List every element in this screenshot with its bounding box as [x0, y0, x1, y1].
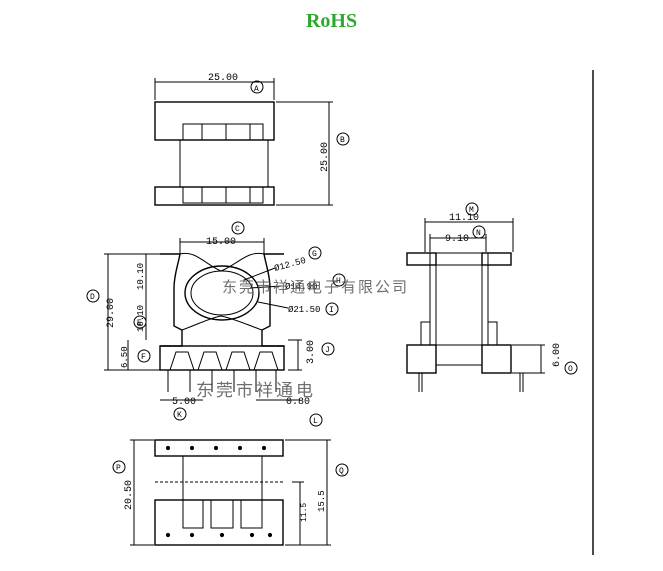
callout-l: L: [313, 417, 318, 426]
watermark-line-2: 东莞市祥通电: [196, 381, 316, 401]
dim-pin-len: 0.80: [286, 397, 310, 408]
callout-b: B: [340, 136, 345, 145]
callout-f: F: [141, 353, 146, 362]
callout-a: A: [254, 85, 259, 94]
bottom-view: [154, 439, 284, 546]
top-view-dimensions: 25.00 A 25.00 B: [154, 73, 350, 206]
callout-q: Q: [339, 467, 344, 476]
dim-pin-gap: 3.00: [306, 340, 317, 364]
dim-bottom-height: 20.50: [124, 480, 135, 510]
callout-g: G: [312, 250, 317, 259]
dim-d1: 10.10: [136, 263, 146, 290]
dim-d3: 6.50: [120, 346, 130, 368]
bottom-view-dimensions: 20.50 P 11.5 15.5 Q: [112, 439, 349, 546]
dim-front-height: 29.00: [106, 298, 117, 328]
callout-p: P: [116, 464, 121, 473]
callout-m: M: [469, 206, 474, 215]
dim-pin-pitch: 5.00: [172, 397, 196, 408]
dim-front-width: 15.00: [206, 237, 236, 248]
callout-i: I: [329, 306, 334, 315]
dim-side-pin: 6.00: [552, 343, 563, 367]
callout-h: H: [336, 277, 341, 286]
dim-side-inner: 9.10: [445, 234, 469, 245]
side-view: [406, 252, 524, 392]
callout-j: J: [325, 346, 330, 355]
dim-d2: 10.10: [136, 305, 146, 332]
dim-dia-b: Ø14.90: [285, 282, 317, 292]
callout-e: E: [137, 319, 142, 328]
dim-side-outer: 11.10: [449, 213, 479, 224]
callout-k: K: [177, 411, 182, 420]
dim-dia-c: Ø21.50: [288, 305, 320, 315]
dim-top-height: 25.00: [320, 142, 331, 172]
side-view-dimensions: 11.10 M 9.10 N 6.00 O: [424, 70, 594, 555]
watermark-line-1: 东莞市祥通电子有限公司: [222, 278, 409, 296]
callout-o: O: [568, 365, 573, 374]
callout-c: C: [235, 225, 240, 234]
callout-n: N: [476, 229, 481, 238]
dim-dia-a: Ø12.50: [273, 256, 307, 274]
front-view: [159, 252, 285, 392]
dim-bottom-inner: 11.5: [300, 503, 309, 522]
top-view: [154, 101, 275, 206]
dim-top-width: 25.00: [208, 73, 238, 84]
dim-bottom-right: 15.5: [317, 490, 327, 512]
rohs-title: RoHS: [305, 10, 358, 32]
callout-d: D: [90, 293, 95, 302]
